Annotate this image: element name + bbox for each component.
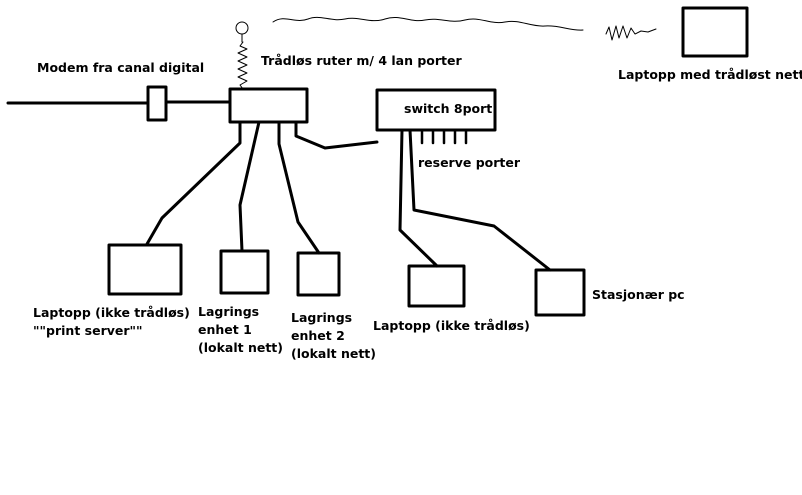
laptop-print-label: Laptopp (ikke trådløs) ""print server"" xyxy=(33,304,190,340)
laptop-switch-box xyxy=(407,264,466,308)
desktop-box xyxy=(534,268,586,317)
router-storage1-link xyxy=(238,120,261,253)
desktop-label: Stasjonær pc xyxy=(592,287,685,302)
storage1-label: Lagrings enhet 1 (lokalt nett) xyxy=(198,303,283,357)
modem-label: Modem fra canal digital xyxy=(37,60,205,75)
storage1-label-line1: Lagrings xyxy=(198,304,260,319)
wireless-receiver xyxy=(605,25,657,41)
laptop-print-box xyxy=(107,243,183,296)
switch-laptop-link xyxy=(398,128,439,268)
storage1-box xyxy=(219,249,270,295)
switch-box xyxy=(375,88,497,132)
modem-box xyxy=(146,85,168,122)
reserve-ports xyxy=(420,128,468,145)
reserve-ports-label: reserve porter xyxy=(418,155,521,170)
wireless-signal xyxy=(272,16,584,31)
storage2-label-line2: enhet 2 xyxy=(291,328,345,343)
storage1-label-line3: (lokalt nett) xyxy=(198,340,283,355)
router-switch-link xyxy=(294,120,379,150)
router-box xyxy=(228,87,309,124)
router-storage2-link xyxy=(277,120,321,255)
wireless-laptop-label: Laptopp med trådløst nett xyxy=(618,67,802,82)
laptop-switch-label: Laptopp (ikke trådløs) xyxy=(373,318,530,333)
switch-label: switch 8port xyxy=(404,101,493,116)
storage2-label-line3: (lokalt nett) xyxy=(291,346,376,361)
storage2-box xyxy=(296,251,341,297)
storage2-label: Lagrings enhet 2 (lokalt nett) xyxy=(291,309,376,363)
antenna-tip xyxy=(235,21,249,35)
storage2-label-line1: Lagrings xyxy=(291,310,353,325)
router-label: Trådløs ruter m/ 4 lan porter xyxy=(261,53,462,68)
wireless-laptop-box xyxy=(681,6,749,58)
router-antenna xyxy=(237,41,248,90)
storage1-label-line2: enhet 1 xyxy=(198,322,252,337)
laptop-print-label-line2: ""print server"" xyxy=(33,323,143,338)
switch-desktop-link xyxy=(408,128,552,272)
laptop-print-label-line1: Laptopp (ikke trådløs) xyxy=(33,305,190,320)
router-laptop-link xyxy=(145,120,242,246)
